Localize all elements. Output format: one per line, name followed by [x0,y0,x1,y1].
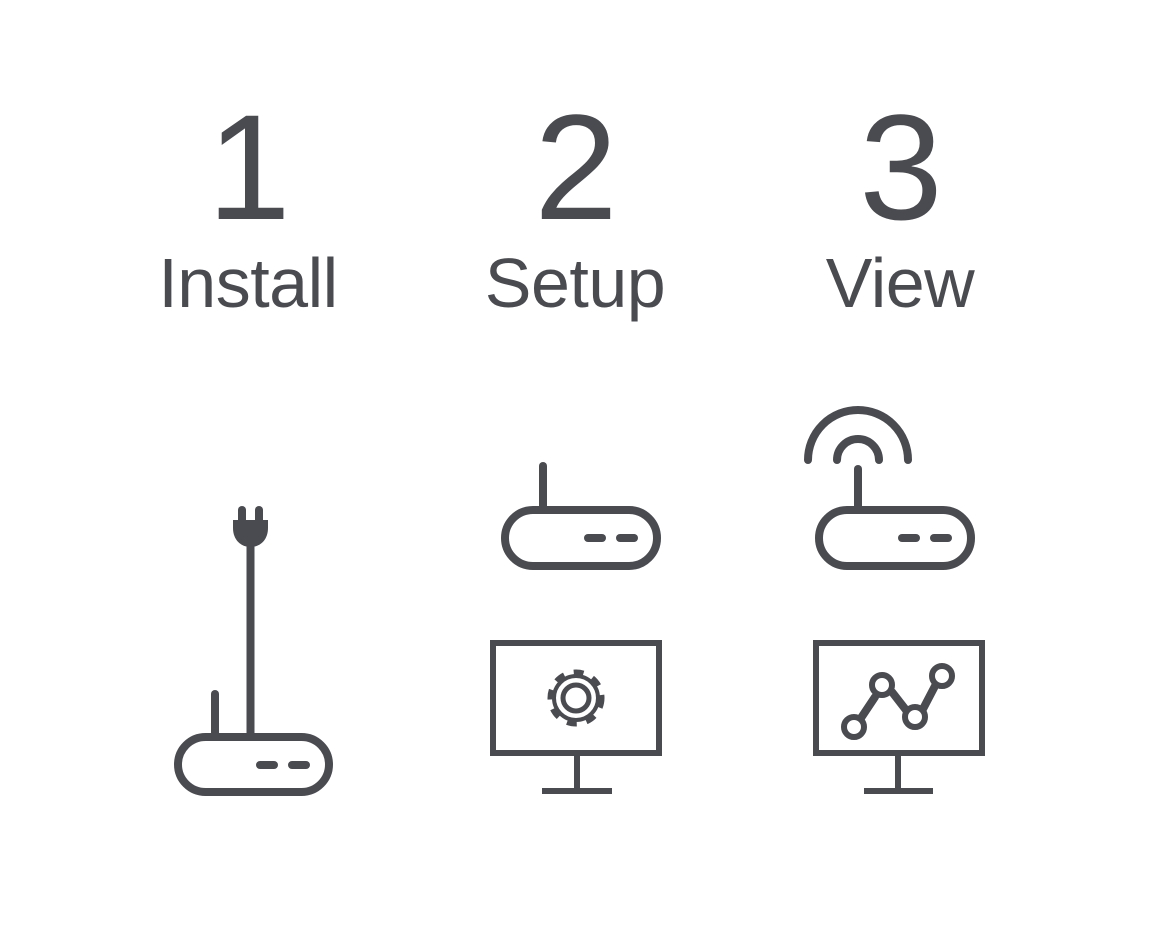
chart-point-1 [841,714,867,740]
monitor-gear-icon [490,640,662,794]
line-chart-icon [841,663,955,740]
gear-teeth [547,669,605,727]
router-with-power-plug-icon [174,506,333,796]
step-2-title: Setup [484,244,666,322]
router-icon [501,462,661,570]
chart-point-2 [869,672,895,698]
step-3-title: View [825,244,975,322]
router-wireless-icon [804,406,975,570]
router-body [174,733,333,796]
monitor-line-chart-icon [813,640,985,794]
step-2-number: 2 [534,83,617,251]
wifi-inner-arc [833,435,883,464]
gear-icon [547,669,605,727]
step-3-number: 3 [859,83,942,251]
chart-point-4 [929,663,955,689]
router-body [815,506,975,570]
chart-segment-3 [919,682,939,713]
wifi-outer-arc [804,406,912,464]
gear-rim [552,674,600,722]
gear-hub [560,682,592,714]
chart-point-3 [902,704,928,730]
chart-segment-1 [857,693,879,722]
router-body [501,506,661,570]
monitor-screen [490,640,662,756]
step-1-title: Install [158,244,338,322]
step-1-number: 1 [207,83,290,251]
plug-head [233,520,268,547]
chart-segment-2 [888,688,910,714]
